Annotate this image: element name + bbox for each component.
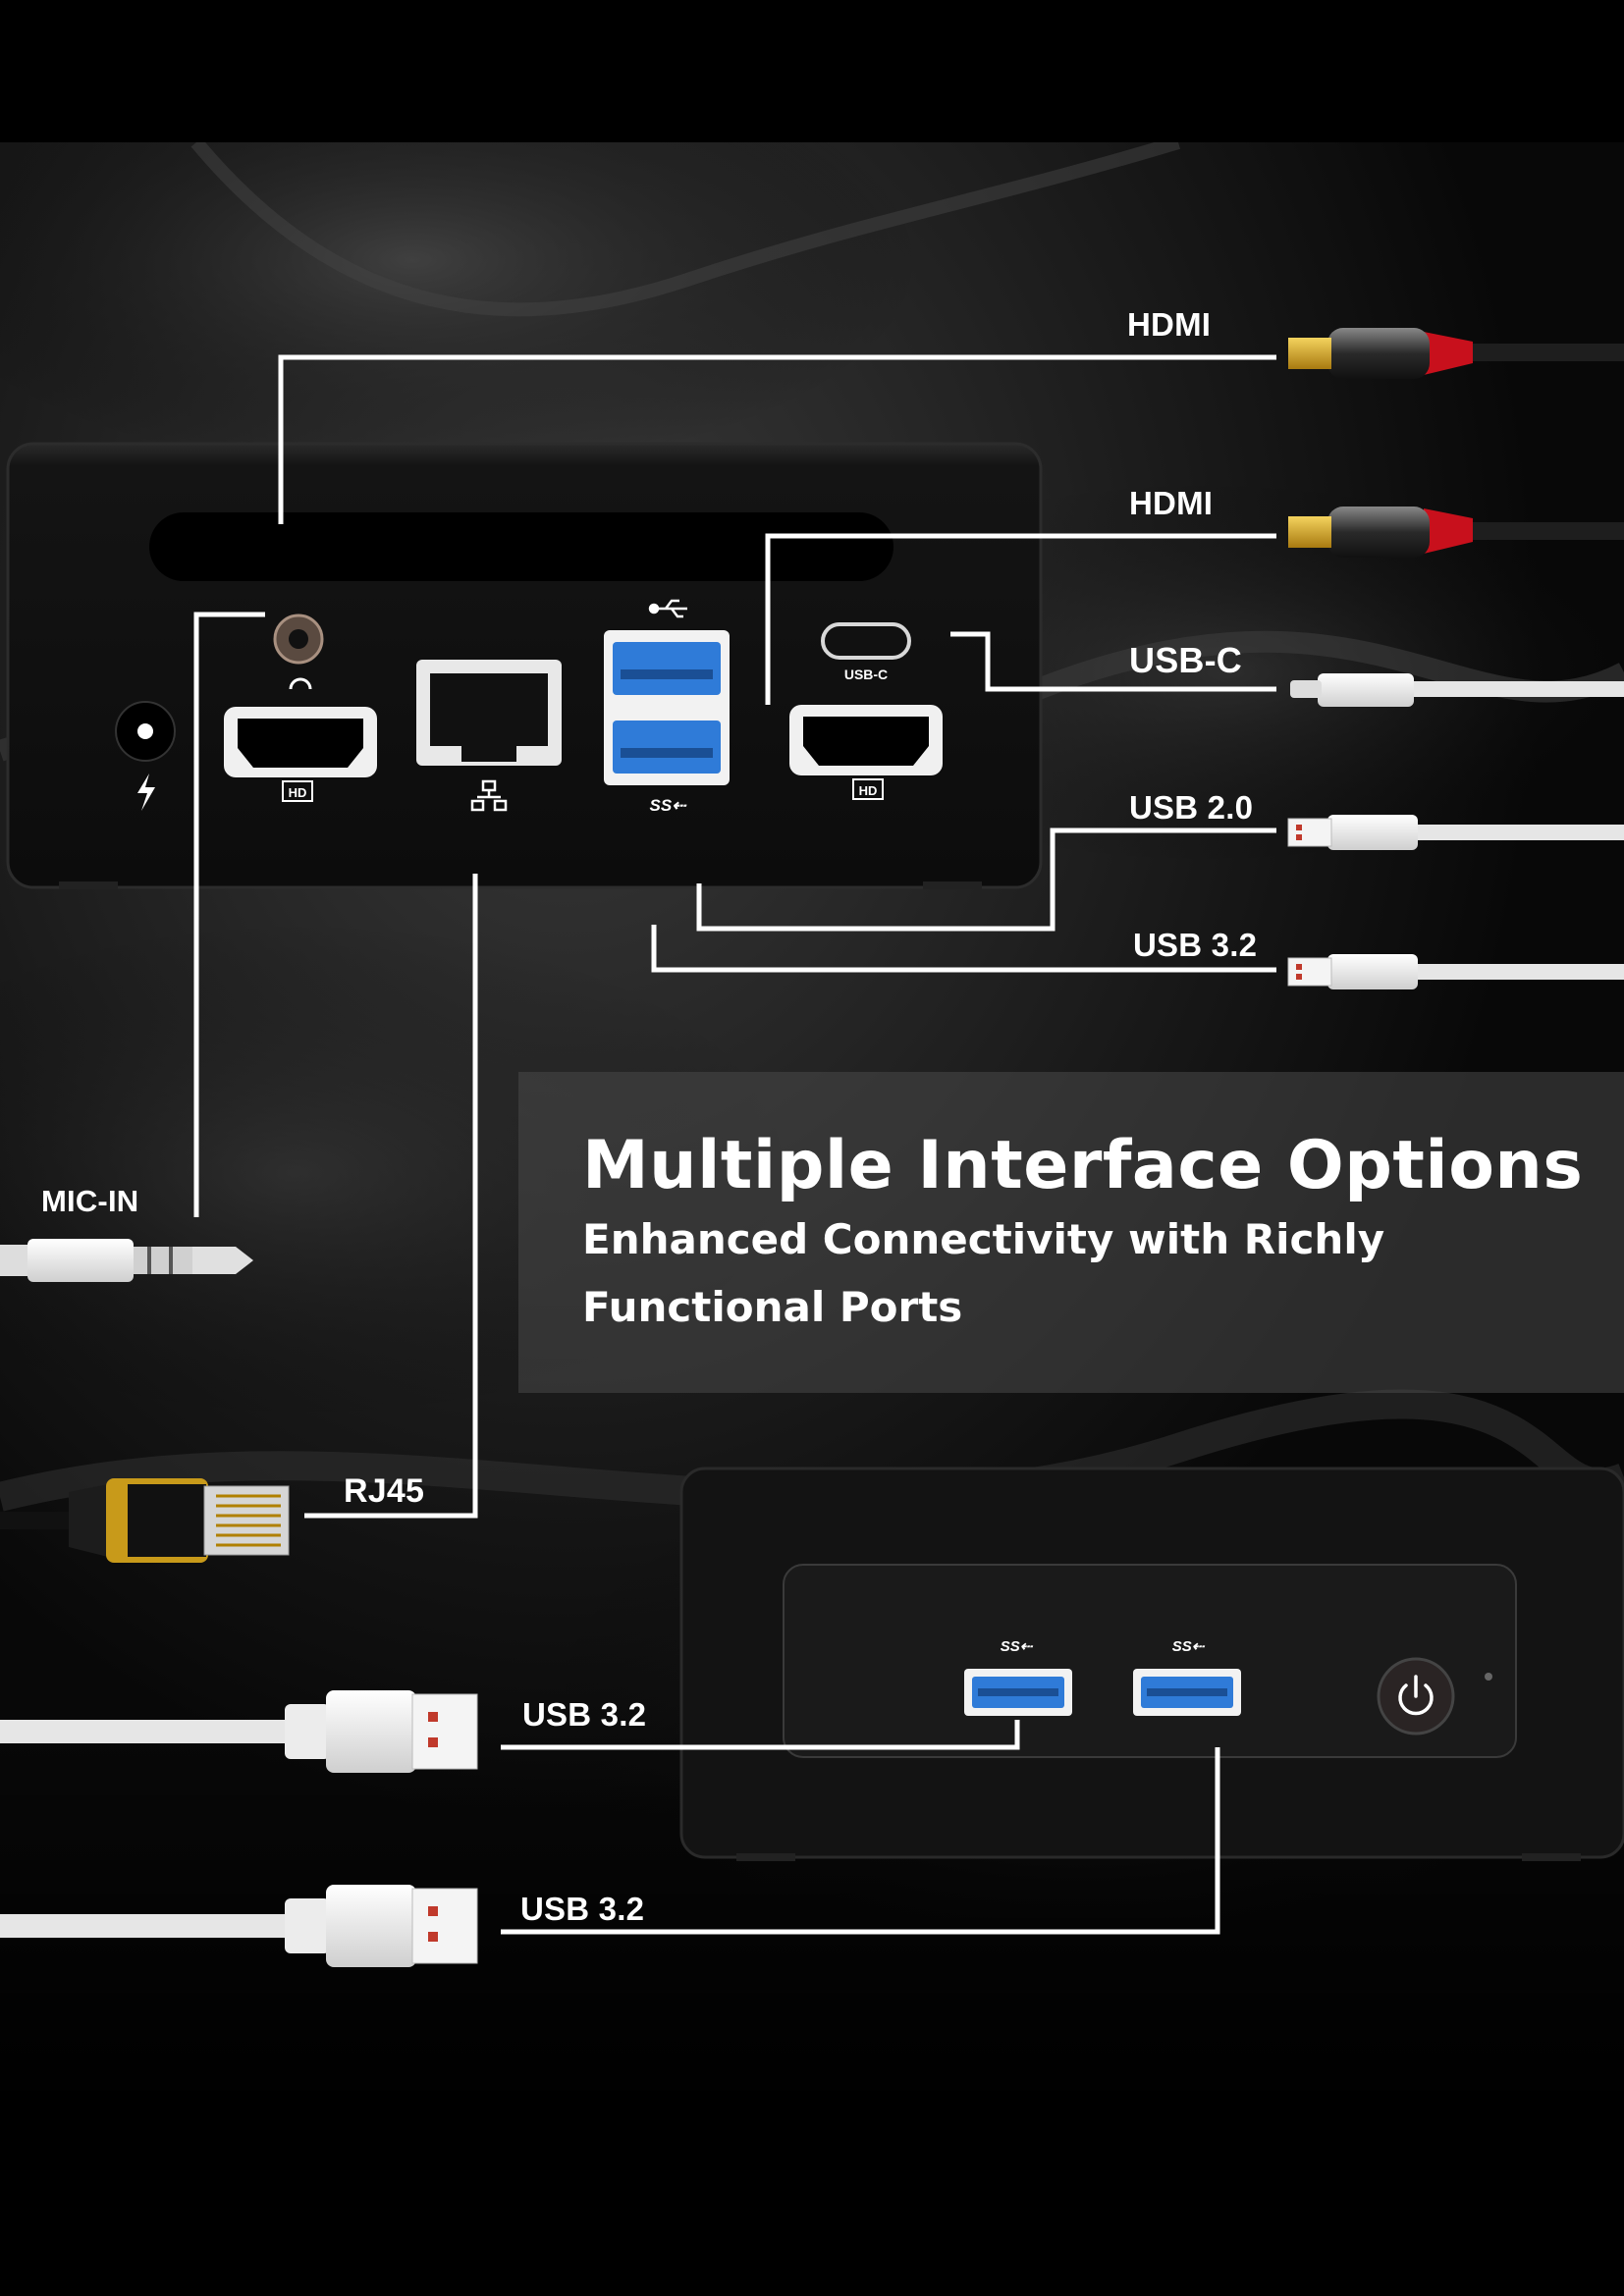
hdmi-badge-left: HD bbox=[289, 785, 307, 800]
banner-subtitle-line1: Enhanced Connectivity with Richly bbox=[582, 1215, 1385, 1263]
banner-subtitle-line2: Functional Ports bbox=[582, 1283, 963, 1331]
usb-c-port-marking: USB-C bbox=[844, 667, 888, 682]
callout-usb-3-2-rear bbox=[651, 925, 1276, 973]
label-mic-in: MIC-IN bbox=[41, 1184, 139, 1218]
mini-pc-rear: HD SS⇠ USB-C HD bbox=[6, 442, 1043, 889]
callout-hdmi-second bbox=[765, 533, 1276, 705]
vent-slot bbox=[149, 512, 893, 581]
callout-hdmi-top bbox=[278, 354, 1276, 524]
status-led bbox=[1485, 1673, 1492, 1681]
label-usb-3-2-rear: USB 3.2 bbox=[1133, 927, 1258, 963]
superspeed-usb-icon: SS⇠ bbox=[1172, 1638, 1206, 1655]
usb-3-2-rear-cable bbox=[1287, 954, 1624, 989]
callout-usb-2-0 bbox=[696, 828, 1276, 932]
superspeed-usb-icon: SS⇠ bbox=[650, 796, 688, 815]
callout-usb-3-2-front-1 bbox=[501, 1720, 1020, 1750]
power-icon bbox=[1398, 1675, 1434, 1716]
label-rj45: RJ45 bbox=[344, 1472, 425, 1510]
label-usb-3-2-front-1: USB 3.2 bbox=[522, 1696, 647, 1733]
lightning-icon bbox=[137, 774, 155, 811]
superspeed-usb-icon: SS⇠ bbox=[1001, 1638, 1034, 1655]
callout-mic-in bbox=[193, 612, 265, 1217]
usb-3-2-front-cable-1 bbox=[0, 1690, 478, 1773]
callout-rj45 bbox=[304, 874, 478, 1519]
feature-banner bbox=[518, 1072, 1624, 1393]
hdmi-cable-1 bbox=[1288, 328, 1624, 379]
mic-in-cable bbox=[0, 1239, 253, 1282]
usb-c-port bbox=[821, 622, 911, 660]
mini-pc-front: SS⇠ SS⇠ bbox=[679, 1467, 1624, 1861]
label-hdmi-top: HDMI bbox=[1127, 306, 1212, 343]
label-hdmi-second: HDMI bbox=[1129, 485, 1214, 521]
label-usb-2-0: USB 2.0 bbox=[1129, 789, 1254, 826]
label-usb-3-2-front-2: USB 3.2 bbox=[520, 1891, 645, 1927]
usb-2-0-cable bbox=[1287, 815, 1624, 850]
network-icon bbox=[470, 779, 508, 812]
callout-usb-3-2-front-2 bbox=[501, 1747, 1220, 1935]
usb-c-cable bbox=[1290, 673, 1624, 707]
hdmi-cable-2 bbox=[1288, 507, 1624, 558]
banner-title: Multiple Interface Options bbox=[582, 1127, 1584, 1204]
headphone-icon bbox=[289, 677, 312, 690]
usb-icon bbox=[648, 599, 687, 618]
label-usb-c: USB-C bbox=[1129, 640, 1242, 680]
hdmi-badge-right: HD bbox=[859, 783, 878, 798]
callout-usb-c bbox=[950, 631, 1276, 692]
rj45-cable bbox=[0, 1478, 290, 1563]
usb-3-2-front-cable-2 bbox=[0, 1885, 478, 1967]
